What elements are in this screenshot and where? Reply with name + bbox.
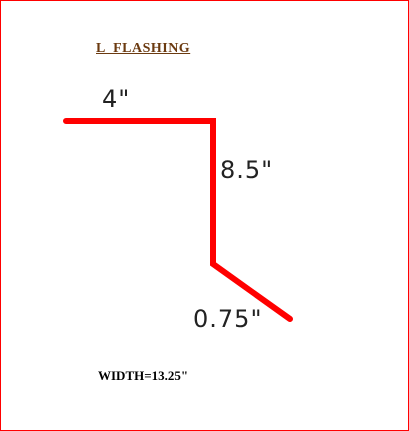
total-width-label: WIDTH=13.25" xyxy=(98,368,189,383)
bottom-segment-label: 0.75" xyxy=(193,305,263,333)
diagram-title: L FLASHING xyxy=(96,41,191,56)
top-segment-label: 4" xyxy=(102,85,131,113)
vertical-segment-label: 8.5" xyxy=(220,156,274,184)
flashing-bend-line xyxy=(63,118,293,322)
